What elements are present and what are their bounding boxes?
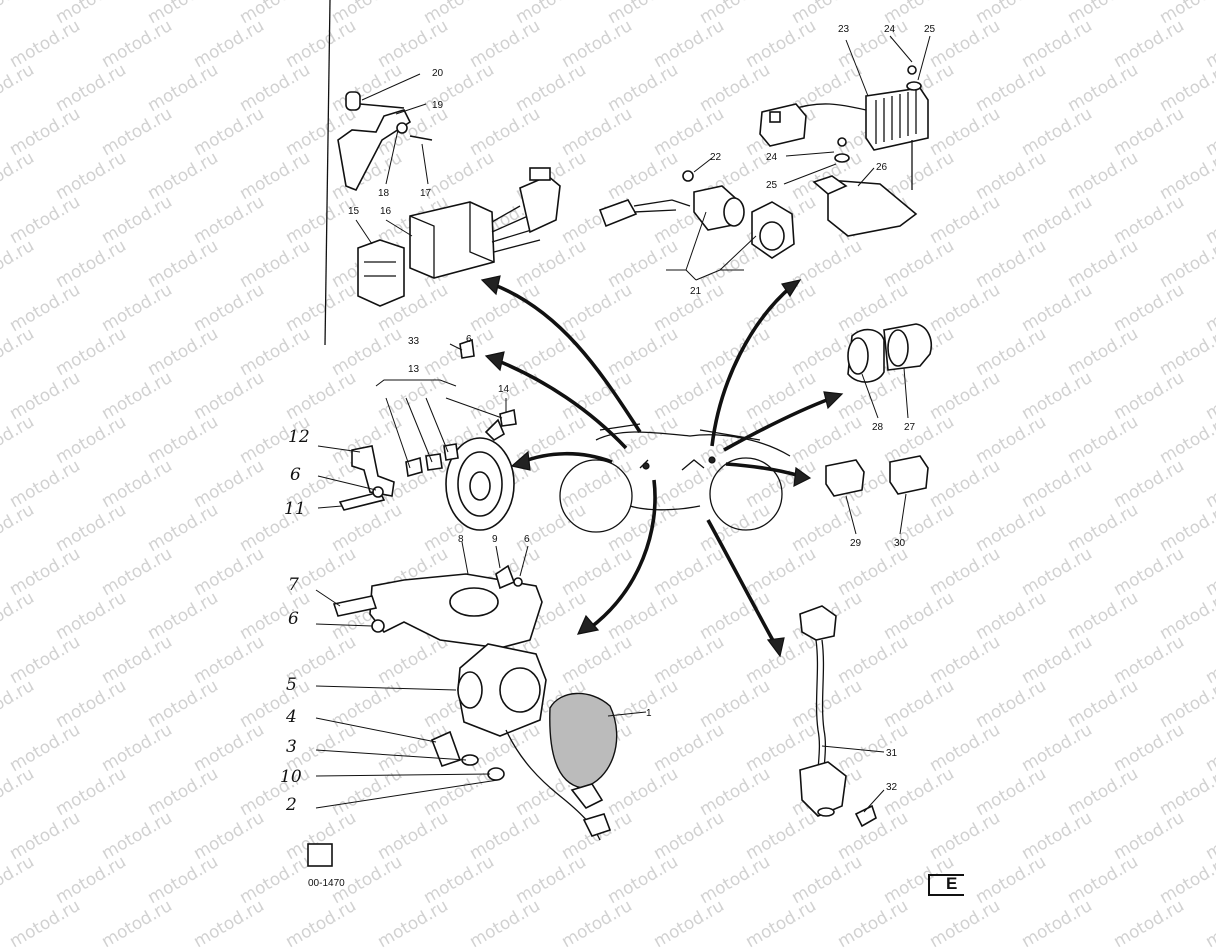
label-4: 4 xyxy=(285,707,297,727)
label-10: 10 xyxy=(280,767,302,787)
label-25a: 25 xyxy=(924,24,936,35)
leader-lines xyxy=(315,35,931,813)
label-5: 5 xyxy=(286,675,297,695)
callout-arrows xyxy=(480,275,844,658)
label-24a: 24 xyxy=(884,24,896,35)
label-18: 18 xyxy=(378,188,390,199)
label-31: 31 xyxy=(886,748,898,759)
section-box xyxy=(928,874,964,896)
section-letter: E xyxy=(946,874,958,893)
label-8: 8 xyxy=(458,534,464,545)
label-29: 29 xyxy=(850,538,862,549)
exploded-parts-diagram: 20 19 18 17 15 16 23 24 25 24 25 26 22 2… xyxy=(280,0,936,867)
horn-assembly xyxy=(338,338,517,531)
label-7: 7 xyxy=(288,575,299,595)
label-21: 21 xyxy=(690,286,702,297)
page-border-line xyxy=(324,0,331,346)
label-24b: 24 xyxy=(766,152,778,163)
neutral-switch-assembly xyxy=(799,605,877,828)
label-17: 17 xyxy=(420,188,432,199)
label-13: 13 xyxy=(408,364,420,375)
label-22: 22 xyxy=(710,152,722,163)
label-25b: 25 xyxy=(766,180,778,191)
label-32: 32 xyxy=(886,782,898,793)
label-14: 14 xyxy=(498,384,510,395)
flasher-relay-assembly xyxy=(825,323,932,497)
label-26: 26 xyxy=(876,162,888,173)
cdi-unit-assembly xyxy=(337,91,561,307)
label-6c: 6 xyxy=(524,534,530,545)
motorcycle-silhouette xyxy=(559,423,791,533)
label-15: 15 xyxy=(348,206,360,217)
label-16: 16 xyxy=(380,206,392,217)
label-1: 1 xyxy=(646,708,652,719)
label-12: 12 xyxy=(288,427,310,447)
pickup-coil-assembly xyxy=(332,564,618,841)
regulator-assembly xyxy=(759,65,929,237)
rectifier-relay-assembly xyxy=(598,170,795,259)
part-labels: 20 19 18 17 15 16 23 24 25 24 25 26 22 2… xyxy=(280,24,936,815)
stamp-icon xyxy=(307,843,333,867)
label-23: 23 xyxy=(838,24,850,35)
label-9: 9 xyxy=(492,534,498,545)
label-27: 27 xyxy=(904,422,916,433)
label-6d: 6 xyxy=(288,609,299,629)
label-3: 3 xyxy=(286,737,297,757)
label-6a: 6 xyxy=(466,334,472,345)
label-11: 11 xyxy=(284,499,306,519)
label-33: 33 xyxy=(408,336,420,347)
label-28: 28 xyxy=(872,422,884,433)
label-6b: 6 xyxy=(290,465,301,485)
document-code: 00-1470 xyxy=(308,878,345,889)
label-2: 2 xyxy=(285,795,297,815)
label-30: 30 xyxy=(894,538,906,549)
label-20: 20 xyxy=(432,68,444,79)
label-19: 19 xyxy=(432,100,444,111)
